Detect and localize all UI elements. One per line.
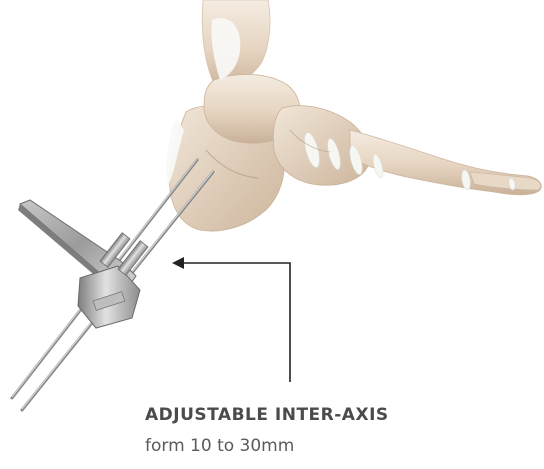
callout-arrow-line [182,263,290,382]
caption-title: ADJUSTABLE INTER-AXIS [145,405,389,425]
callout-arrow-head [172,257,184,269]
callout-arrow [172,257,290,382]
guide-instrument [18,200,148,328]
caption-subtitle: form 10 to 30mm [145,436,294,456]
foot-bones [166,0,541,231]
